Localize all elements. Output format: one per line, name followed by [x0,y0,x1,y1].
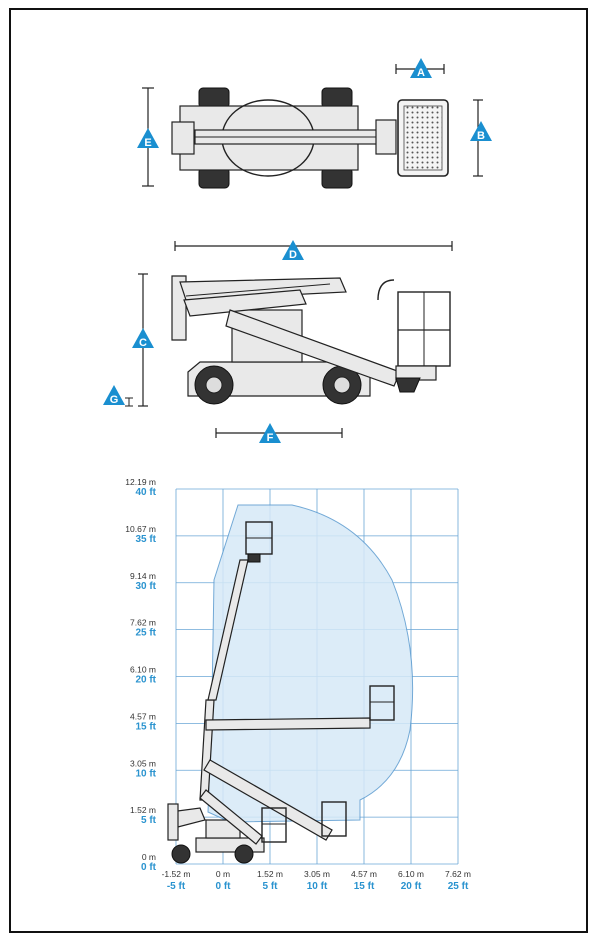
x-tick-label-metric: 7.62 m [445,869,471,879]
y-tick-label-feet: 5 ft [141,815,157,826]
side-view [125,241,453,438]
badge-letter: D [289,249,297,261]
dimension-badge-e: E [137,128,159,149]
y-tick-label-metric: 0 m [142,852,156,862]
y-tick-label-metric: 1.52 m [130,805,156,815]
dimension-badge-d: D [282,240,304,261]
x-tick-label-metric: 4.57 m [351,869,377,879]
y-tick-label-metric: 3.05 m [130,758,156,768]
x-tick-label-feet: 0 ft [216,881,232,892]
boom-positions [199,521,395,845]
x-tick-label-metric: 1.52 m [257,869,283,879]
y-tick-label-feet: 15 ft [135,721,156,732]
y-tick-label-feet: 20 ft [135,675,156,686]
y-tick-label-metric: 7.62 m [130,618,156,628]
x-axis: -1.52 m -5 ft 0 m 0 ft 1.52 m 5 ft 3.05 m 10 ft… [162,869,471,892]
dimension-badge-f: F [259,423,281,444]
x-tick-label-metric: 0 m [216,869,230,879]
dimension-badge-a: A [410,58,432,79]
badge-letter: E [144,137,151,149]
dimension-badges: A B C D E F G [103,58,492,444]
badge-letter: A [417,67,425,79]
y-tick-label-metric: 9.14 m [130,571,156,581]
y-tick-label-metric: 12.19 m [125,477,156,487]
work-envelope-chart: 12.19 m40 ft 10.67 m35 ft 9.14 m30 ft 7.62 … [125,477,471,892]
y-tick-label-feet: 0 ft [141,862,157,873]
y-tick-label-metric: 4.57 m [130,711,156,721]
badge-letter: G [110,394,119,406]
badge-triangle [470,121,492,141]
y-tick-label-metric: 6.10 m [130,665,156,675]
y-tick-label-feet: 25 ft [135,628,156,639]
top-view [142,64,483,189]
badge-triangle [282,240,304,260]
badge-letter: C [139,337,147,349]
dimension-badge-c: C [132,328,154,349]
x-tick-label-feet: 25 ft [448,881,469,892]
y-tick-label-feet: 10 ft [135,768,156,779]
x-tick-label-feet: -5 ft [167,881,186,892]
x-tick-label-metric: -1.52 m [162,869,191,879]
badge-triangle [410,58,432,78]
x-tick-label-feet: 20 ft [401,881,422,892]
badge-letter: F [267,432,274,444]
x-tick-label-feet: 5 ft [263,881,279,892]
y-tick-label-feet: 40 ft [135,487,156,498]
x-tick-label-feet: 15 ft [354,881,375,892]
dimension-badge-b: B [470,121,492,142]
x-tick-label-feet: 10 ft [307,881,328,892]
badge-letter: B [477,130,485,142]
x-tick-label-metric: 6.10 m [398,869,424,879]
x-tick-label-metric: 3.05 m [304,869,330,879]
badge-triangle [137,128,159,148]
y-tick-label-feet: 30 ft [135,581,156,592]
reach-envelope [207,504,414,823]
badge-triangle [259,423,281,443]
badge-triangle [103,385,125,405]
y-tick-label-feet: 35 ft [135,534,156,545]
dimension-badge-g: G [103,385,125,406]
badge-triangle [132,328,154,348]
y-tick-label-metric: 10.67 m [125,524,156,534]
y-axis: 12.19 m40 ft 10.67 m35 ft 9.14 m30 ft 7.62 … [125,477,156,873]
